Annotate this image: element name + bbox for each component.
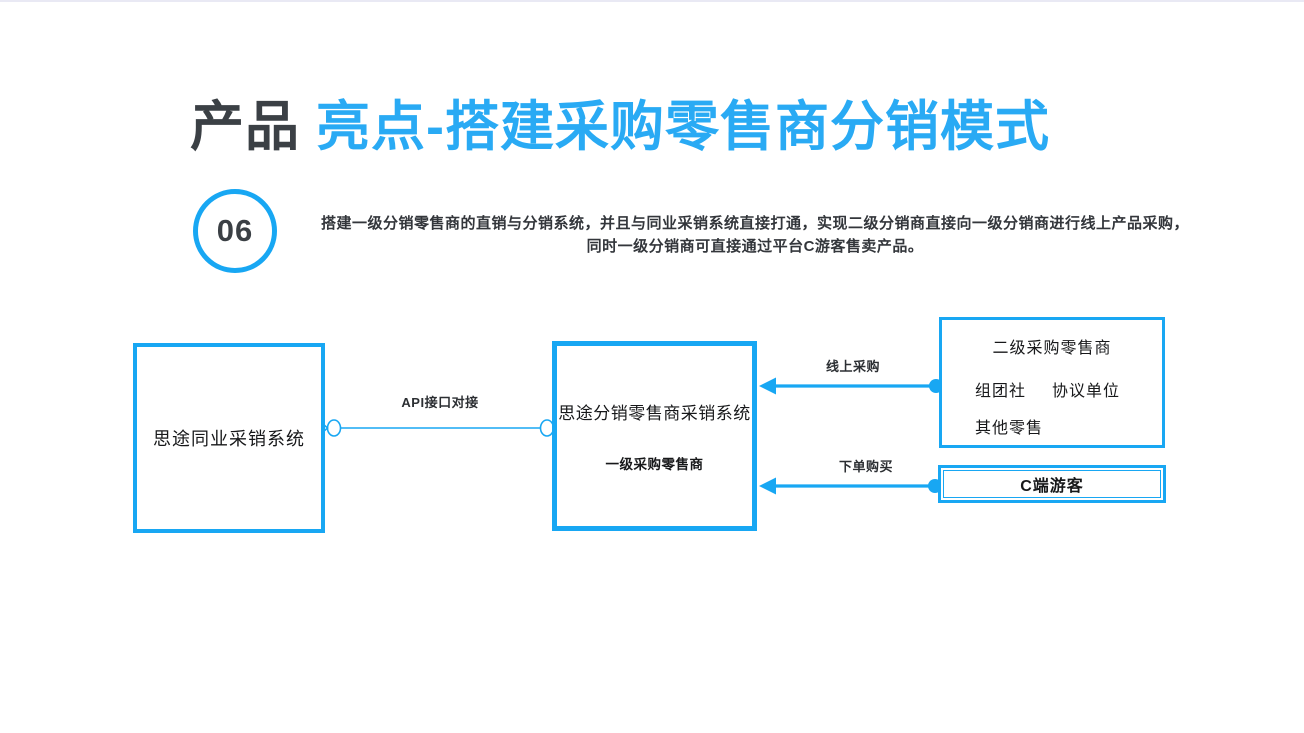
api-connector-label: API接口对接: [401, 395, 479, 410]
online-purchase-arrow: [759, 377, 943, 395]
description-line-2: 同时一级分销商可直接通过平台C游客售卖产品。: [586, 238, 924, 255]
place-order-arrow: [759, 477, 942, 495]
section-number: 06: [216, 213, 254, 248]
page-title-highlight: 亮点-搭建采购零售商分销模式: [300, 97, 1050, 157]
c-side-tourist-label: C端游客: [1020, 478, 1084, 495]
slide-top-border: [0, 0, 1304, 2]
second-level-retailer-title: 二级采购零售商: [992, 340, 1112, 357]
api-connector-line: [321, 419, 560, 437]
c-side-tourist-inner: C端游客: [943, 470, 1161, 498]
peer-purchasing-system-box: 思途同业采销系统: [133, 343, 325, 533]
peer-purchasing-system-label: 思途同业采销系统: [153, 429, 305, 449]
second-level-retailer-box: 二级采购零售商 组团社 协议单位 其他零售: [939, 317, 1165, 448]
c-side-tourist-box: C端游客: [938, 465, 1166, 503]
page-title-prefix: 产品: [190, 97, 300, 157]
first-level-retailer-label: 一级采购零售商: [605, 457, 704, 472]
page-title: 产品 亮点-搭建采购零售商分销模式: [190, 82, 1190, 161]
section-number-badge: 06: [193, 189, 277, 273]
other-retail-label: 其他零售: [975, 420, 1044, 437]
section-description: 搭建一级分销零售商的直销与分销系统，并且与同业采销系统直接打通，实现二级分销商直…: [255, 212, 1255, 258]
tour-group-label: 组团社: [975, 383, 1027, 400]
distribution-retailer-system-label: 思途分销零售商采销系统: [558, 404, 751, 423]
description-line-1: 搭建一级分销零售商的直销与分销系统，并且与同业采销系统直接打通，实现二级分销商直…: [320, 215, 1189, 232]
second-level-retailer-row: 组团社 协议单位: [942, 377, 1162, 401]
place-order-label: 下单购买: [838, 459, 893, 474]
online-purchase-label: 线上采购: [825, 359, 880, 374]
agreement-unit-label: 协议单位: [1052, 383, 1121, 400]
distribution-retailer-system-box: 思途分销零售商采销系统 一级采购零售商: [552, 341, 757, 531]
